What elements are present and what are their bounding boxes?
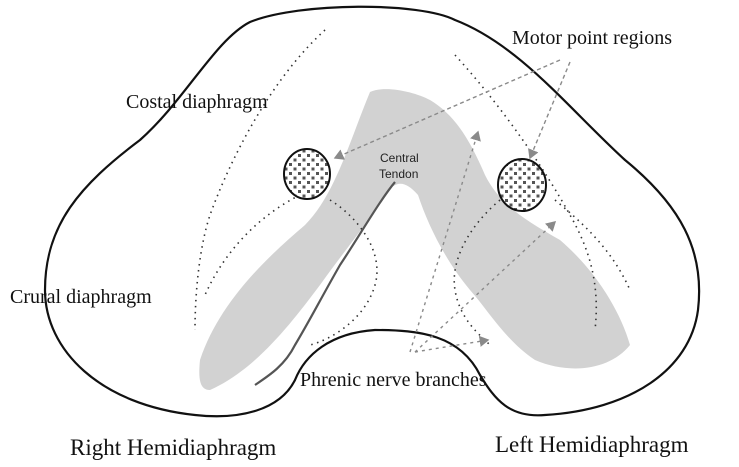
label-central-tendon-1: Central (380, 151, 419, 165)
label-crural-diaphragm: Crural diaphragm (10, 286, 152, 308)
label-right-hemidiaphragm: Right Hemidiaphragm (70, 435, 276, 460)
motor-point-right (284, 149, 330, 199)
label-central-tendon-2: Tendon (379, 167, 418, 181)
label-costal-diaphragm: Costal diaphragm (126, 91, 268, 113)
central-tendon-shape (199, 89, 630, 390)
motor-point-left (498, 159, 546, 211)
label-left-hemidiaphragm: Left Hemidiaphragm (495, 432, 689, 457)
label-motor-point-regions: Motor point regions (512, 27, 672, 49)
arrow-to-left-motor-point (530, 62, 570, 158)
label-phrenic-nerve-branches: Phrenic nerve branches (300, 369, 487, 391)
